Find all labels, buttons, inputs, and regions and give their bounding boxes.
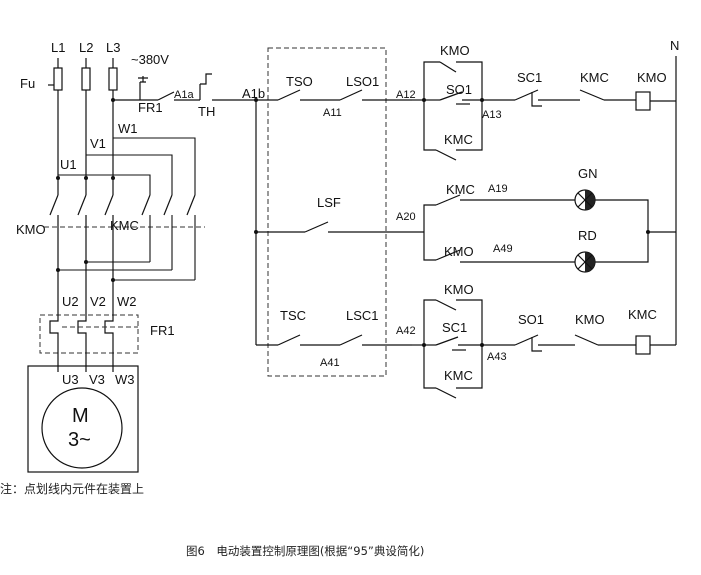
node-a42-label: A42 bbox=[396, 325, 416, 337]
switch-lso-label: LSO1 bbox=[346, 74, 379, 89]
node-a1a-label: A1a bbox=[174, 89, 194, 101]
neutral-label: N bbox=[670, 38, 679, 53]
phase-l3-label: L3 bbox=[106, 40, 120, 55]
fuse-l3 bbox=[108, 67, 118, 91]
th-label: TH bbox=[198, 104, 215, 119]
switch-lsc-label: LSC1 bbox=[346, 308, 379, 323]
lamp-gn-label: GN bbox=[578, 166, 598, 181]
figure-caption: 图6 电动装置控制原理图(根据“95”典设简化) bbox=[186, 544, 424, 558]
rung1-kmo-hold-label: KMO bbox=[440, 43, 470, 58]
rung3-kmo-label: KMO bbox=[444, 244, 474, 259]
thermal-relay-fr1-frame bbox=[39, 314, 139, 354]
node-a13-label: A13 bbox=[482, 109, 502, 121]
rung1-sc1-label: SC1 bbox=[517, 70, 542, 85]
winding-u1-label: U1 bbox=[60, 157, 77, 172]
winding-u2-label: U2 bbox=[62, 294, 79, 309]
dashed-box-note: 注：点划线内元件在装置上 bbox=[0, 481, 144, 496]
coil-kmc bbox=[635, 335, 651, 355]
switch-lsf-label: LSF bbox=[317, 195, 341, 210]
phase-l1-label: L1 bbox=[51, 40, 65, 55]
winding-w1-label: W1 bbox=[118, 121, 138, 136]
rung4-sc1-label: SC1 bbox=[442, 320, 467, 335]
motor-symbol bbox=[41, 387, 123, 469]
node-a12-label: A12 bbox=[396, 89, 416, 101]
switch-tso-label: TSO bbox=[286, 74, 313, 89]
motor-phase-label: 3~ bbox=[68, 429, 91, 451]
motor-frame bbox=[27, 365, 139, 473]
voltage-label: ~380V bbox=[131, 52, 169, 67]
rung4-kmc-hold-label: KMC bbox=[444, 368, 473, 383]
node-a1b-label: A1b bbox=[242, 86, 265, 101]
node-a41-label: A41 bbox=[320, 357, 340, 369]
rung1-coil-label: KMO bbox=[637, 70, 667, 85]
node-a43-label: A43 bbox=[487, 351, 507, 363]
node-a19-label: A19 bbox=[488, 183, 508, 195]
thermal-contact-label: FR1 bbox=[138, 100, 163, 115]
fuse-l2 bbox=[81, 67, 91, 91]
rung2-kmc-label: KMC bbox=[446, 182, 475, 197]
rung4-kmo-hold-label: KMO bbox=[444, 282, 474, 297]
rung1-kmc-label: KMC bbox=[580, 70, 609, 85]
winding-v1-label: V1 bbox=[90, 136, 106, 151]
winding-w2-label: W2 bbox=[117, 294, 137, 309]
rung1-kmc-hold-label: KMC bbox=[444, 132, 473, 147]
main-contactor-kmo-label: KMO bbox=[16, 222, 46, 237]
phase-l2-label: L2 bbox=[79, 40, 93, 55]
node-a20-label: A20 bbox=[396, 211, 416, 223]
node-a11-label: A11 bbox=[323, 107, 342, 119]
fuse-l1 bbox=[53, 67, 63, 91]
terminal-v3-label: V3 bbox=[89, 372, 105, 387]
rung4-kmo-label: KMO bbox=[575, 312, 605, 327]
fuse-label: Fu bbox=[20, 76, 35, 91]
device-boundary bbox=[267, 47, 387, 377]
terminal-u3-label: U3 bbox=[62, 372, 79, 387]
power-circuit: L1 L2 L3 Fu ~380V W1 V1 U1 bbox=[16, 40, 205, 473]
rung4-so1-label: SO1 bbox=[518, 312, 544, 327]
thermal-relay-label: FR1 bbox=[150, 323, 175, 338]
control-circuit: FR1 A1a TH A1b TSO LSO1 A11 A12 LSF A20 bbox=[138, 38, 679, 399]
main-contactor-kmc-label: KMC bbox=[110, 218, 139, 233]
switch-tsc-label: TSC bbox=[280, 308, 306, 323]
coil-kmo bbox=[635, 91, 651, 111]
motor-m-label: M bbox=[72, 405, 89, 427]
rung4-coil-label: KMC bbox=[628, 307, 657, 322]
rung1-so1-label: SO1 bbox=[446, 82, 472, 97]
winding-v2-label: V2 bbox=[90, 294, 106, 309]
node-a49-label: A49 bbox=[493, 243, 513, 255]
lamp-rd-label: RD bbox=[578, 228, 597, 243]
terminal-w3-label: W3 bbox=[115, 372, 135, 387]
